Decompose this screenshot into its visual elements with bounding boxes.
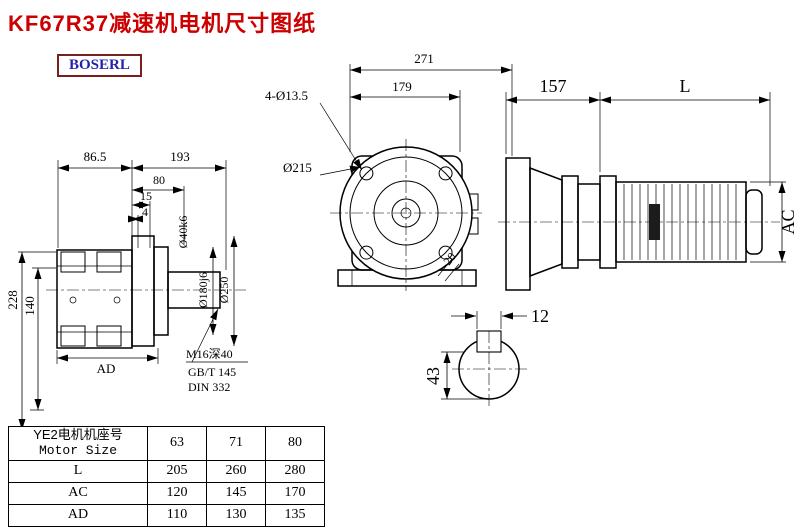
dim-4-label: 4 (142, 205, 148, 219)
output-view-dimensions: 86.5 193 80 15 4 228 140 AD Ø40k6 Ø180j6… (5, 149, 477, 431)
dim-80-label: 80 (153, 173, 165, 187)
extension-lines (349, 64, 513, 156)
flange-dia-label: Ø215 (283, 160, 312, 175)
hatched-section (96, 251, 122, 273)
bolt-holes-label: 4-Ø13.5 (265, 88, 308, 103)
table-cell: 260 (206, 459, 266, 483)
table-cell: 130 (206, 503, 266, 527)
std-note-1: GB/T 145 (188, 365, 236, 379)
side-view-dimensions: 157 L AC (505, 76, 798, 263)
motor-size-header: YE2电机机座号 Motor Size (8, 426, 148, 461)
tap-note-label: M16深40 (186, 347, 233, 361)
size-column-71: 71 (206, 426, 266, 461)
std-note-2: DIN 332 (188, 380, 230, 394)
bolt-hole (359, 245, 374, 260)
output-flange-250 (131, 235, 155, 347)
output-flange-plate (505, 157, 531, 291)
output-view (46, 235, 246, 349)
hatched-section (60, 251, 86, 273)
dim-228-label: 228 (5, 290, 20, 310)
dim-271-label: 271 (414, 51, 434, 66)
front-centerlines (330, 139, 482, 291)
page-title: KF67R37减速机电机尺寸图纸 (8, 11, 317, 36)
extension-lines (441, 311, 502, 400)
dim-AD-label: AD (97, 361, 116, 376)
table-row-AC: AC 120 145 170 (8, 481, 325, 505)
table-cell: 145 (206, 481, 266, 505)
motor-size-header-en: Motor Size (38, 443, 117, 459)
dim-AC-label: AC (778, 209, 798, 234)
output-shaft (167, 271, 221, 309)
dimension-table: YE2电机机座号 Motor Size 63 71 80 L 205 260 2… (8, 426, 325, 527)
motor-size-header-cn: YE2电机机座号 (33, 427, 123, 442)
motor-terminal-detail (649, 204, 660, 240)
fan-cover (745, 189, 763, 255)
block-detail-lines (57, 265, 132, 333)
bolt-hole (359, 166, 374, 181)
table-row-AD: AD 110 130 135 (8, 503, 325, 527)
shaft-dia-label: Ø40k6 (176, 216, 190, 249)
dim-179-label: 179 (392, 79, 412, 94)
flange-dia-label: Ø250 (217, 277, 231, 304)
row-label-AC: AC (8, 481, 148, 505)
table-cell: 170 (265, 481, 325, 505)
extension-lines (505, 92, 786, 263)
bolt-hole (438, 166, 453, 181)
table-row-L: L 205 260 280 (8, 459, 325, 483)
dim-193-label: 193 (170, 149, 190, 164)
dim-12-label: 12 (531, 306, 549, 326)
dim-20-ticks (437, 258, 460, 282)
bolt-hole-small (113, 296, 121, 304)
dim-86-5-label: 86.5 (84, 149, 107, 164)
spigot-dia-label: Ø180j6 (196, 272, 210, 308)
size-column-63: 63 (147, 426, 207, 461)
side-view (498, 157, 780, 291)
dim-43-label: 43 (423, 367, 443, 385)
hatched-section (60, 325, 86, 347)
bolt-hole (438, 245, 453, 260)
row-label-L: L (8, 459, 148, 483)
hatched-section (96, 325, 122, 347)
table-header-row: YE2电机机座号 Motor Size 63 71 80 (8, 426, 325, 461)
dim-L-label: L (680, 76, 691, 96)
bolt-holes-leader (319, 102, 363, 171)
dim-15-label: 15 (140, 189, 152, 203)
motor-fins (623, 184, 737, 260)
key-section-dimensions: 12 43 (423, 306, 549, 400)
table-cell: 135 (265, 503, 325, 527)
table-cell: 120 (147, 481, 207, 505)
bolt-hole-small (69, 296, 77, 304)
table-cell: 280 (265, 459, 325, 483)
row-label-AD: AD (8, 503, 148, 527)
dim-157-label: 157 (540, 76, 567, 96)
tap-note-leader (191, 308, 219, 363)
spigot-180 (153, 246, 169, 336)
key-section-view (452, 330, 528, 408)
boserl-logo: BOSERL (57, 54, 142, 77)
dim-140-label: 140 (22, 296, 37, 316)
front-view (330, 139, 482, 291)
size-column-80: 80 (265, 426, 325, 461)
flange-dia-leader (319, 165, 362, 176)
table-cell: 110 (147, 503, 207, 527)
section-centerlines (452, 331, 528, 408)
table-cell: 205 (147, 459, 207, 483)
feet-detail-lines (351, 270, 463, 286)
